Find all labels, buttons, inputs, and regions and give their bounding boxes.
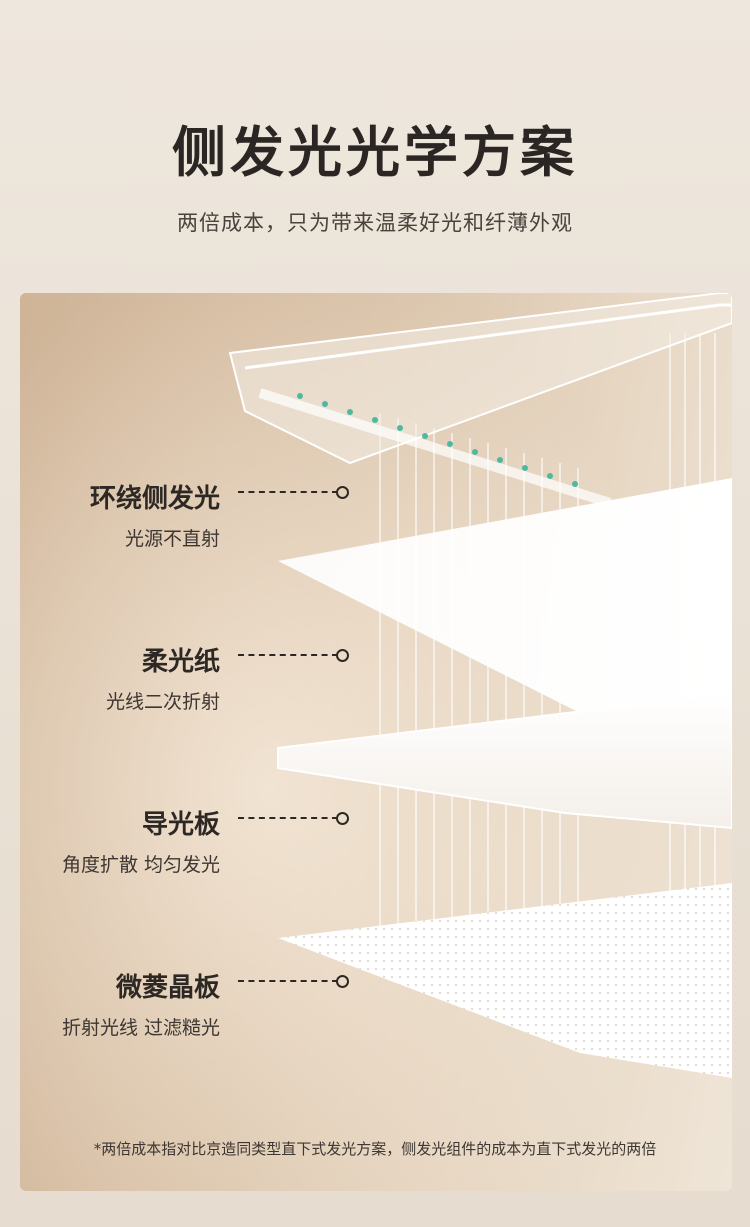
layer-stack-illustration: [20, 293, 732, 1191]
leader-dot: [336, 486, 349, 499]
layer-desc: 折射光线 过滤糙光: [61, 1017, 220, 1039]
layer-label-4: 微菱晶板 折射光线 过滤糙光: [62, 967, 220, 1040]
leader-dot: [336, 975, 349, 988]
layer-name: 柔光纸: [141, 647, 220, 677]
leader-line: [238, 654, 338, 656]
leader-line: [238, 817, 338, 819]
footnote: *两倍成本指对比京造同类型直下式发光方案，侧发光组件的成本为直下式发光的两倍: [93, 1140, 657, 1158]
page-subtitle: 两倍成本，只为带来温柔好光和纤薄外观: [177, 211, 573, 235]
layer-desc: 角度扩散 均匀发光: [61, 854, 220, 876]
leader-line: [238, 980, 338, 982]
layer-name: 导光板: [141, 810, 220, 840]
led-frame: [228, 293, 732, 508]
soft-light-paper-sheet: [278, 478, 732, 713]
layer-desc: 光源不直射: [124, 528, 220, 550]
leader-dot: [336, 649, 349, 662]
layer-label-1: 环绕侧发光 光源不直射: [90, 478, 220, 551]
leader-line: [238, 491, 338, 493]
exploded-view-panel: [20, 293, 732, 1191]
light-guide-plate: [277, 691, 732, 830]
page-title: 侧发光光学方案: [172, 121, 578, 184]
layer-desc: 光线二次折射: [105, 691, 220, 713]
layer-name: 环绕侧发光: [89, 484, 220, 514]
layer-name: 微菱晶板: [115, 973, 220, 1003]
leader-dot: [336, 812, 349, 825]
layer-label-2: 柔光纸 光线二次折射: [106, 641, 220, 714]
layer-label-3: 导光板 角度扩散 均匀发光: [62, 804, 220, 877]
